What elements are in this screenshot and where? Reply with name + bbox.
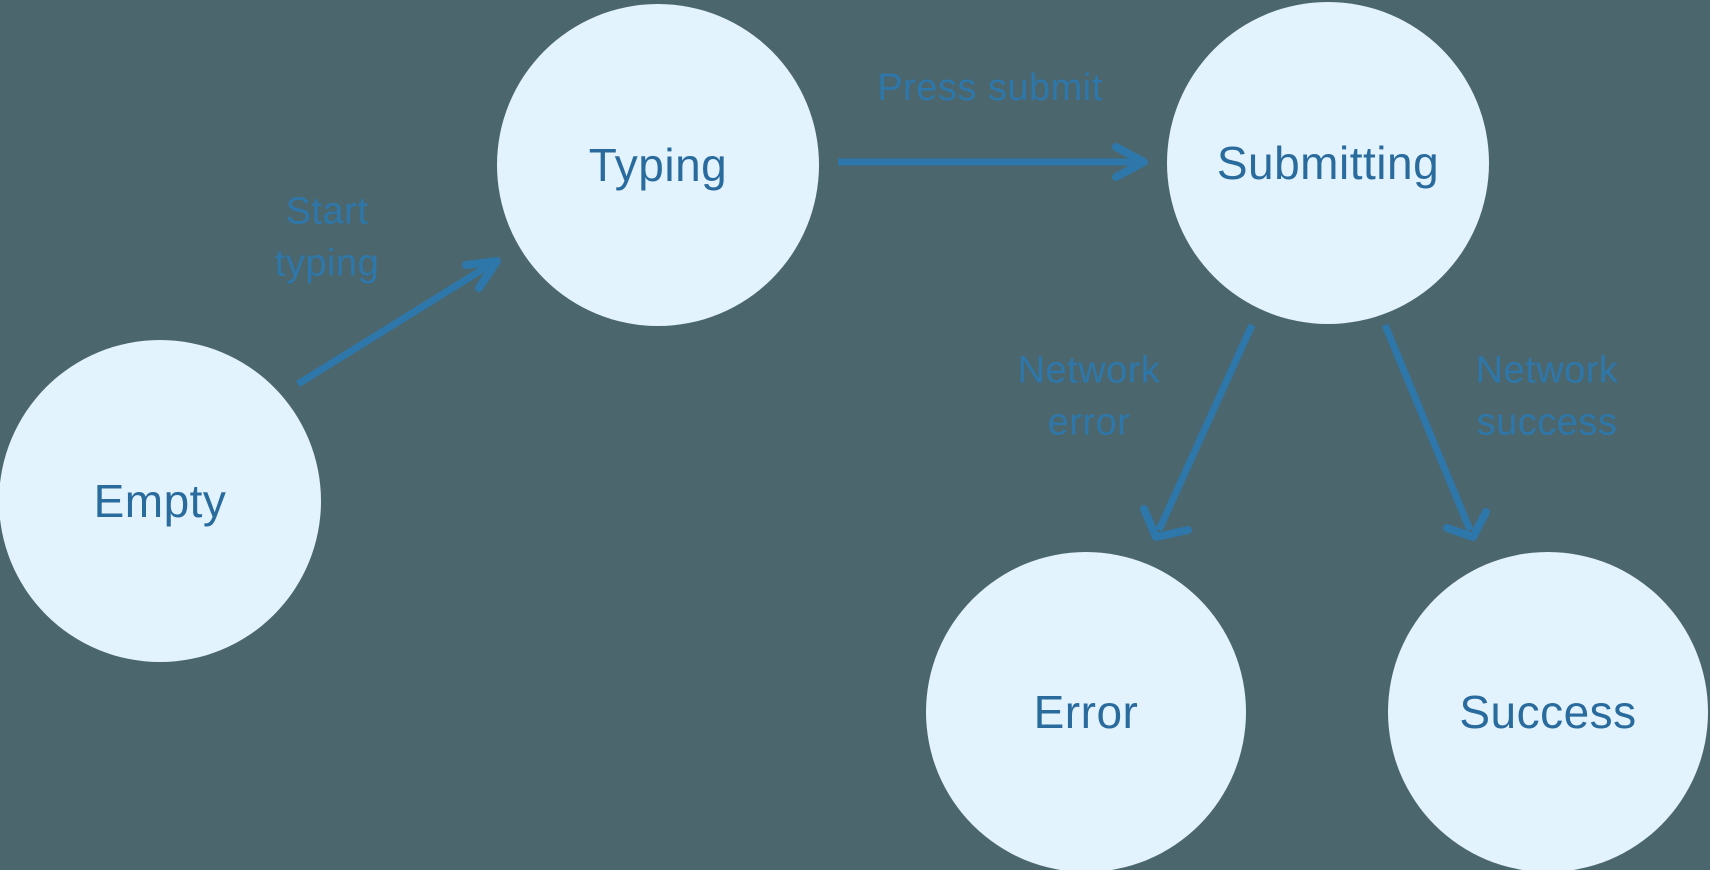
edge-label-start-typing: Start typing [274, 190, 380, 285]
state-node-empty: Empty [0, 340, 321, 662]
edge-label-press-submit: Press submit [877, 66, 1103, 109]
edge-label-network-error: Network error [1017, 349, 1161, 444]
state-node-submitting: Submitting [1167, 2, 1489, 324]
arrowhead-icon [1140, 505, 1192, 541]
arrowhead-icon [1443, 508, 1490, 541]
arrow-line [1155, 323, 1256, 532]
arrow-empty-to-typing [296, 257, 501, 387]
arrowhead-icon [1112, 143, 1148, 181]
state-label-typing: Typing [588, 139, 728, 191]
state-node-success: Success [1388, 552, 1708, 870]
arrowhead-icon [462, 257, 501, 292]
arrow-submitting-to-error [1140, 323, 1256, 541]
arrow-submitting-to-success [1381, 323, 1490, 541]
state-label-submitting: Submitting [1216, 137, 1440, 189]
arrow-typing-to-submitting [838, 143, 1148, 181]
edge-label-network-success: Network success [1475, 349, 1619, 444]
state-node-typing: Typing [497, 4, 819, 326]
arrow-line [296, 263, 490, 387]
arrow-line [1381, 323, 1474, 532]
state-label-success: Success [1459, 686, 1637, 738]
state-node-error: Error [926, 552, 1246, 870]
state-label-error: Error [1033, 686, 1139, 738]
state-label-empty: Empty [93, 475, 227, 527]
